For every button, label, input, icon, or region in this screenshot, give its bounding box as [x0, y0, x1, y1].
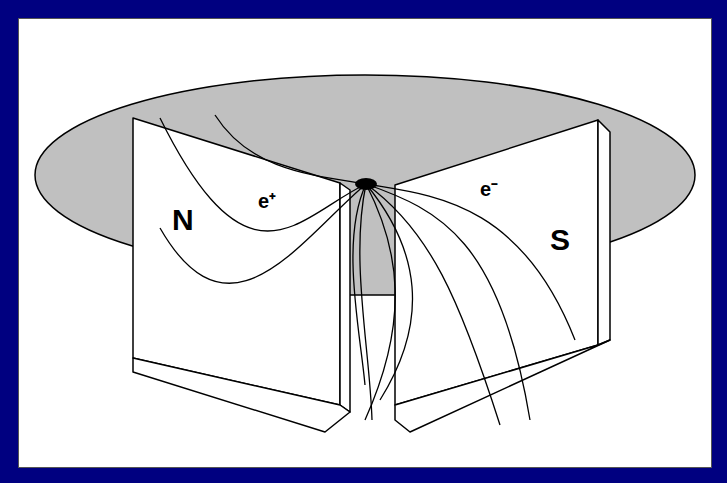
magnet-face — [395, 120, 598, 405]
magnet-face — [598, 120, 610, 345]
magnet-face — [395, 340, 610, 432]
magnet-face — [133, 118, 340, 405]
electron-track — [365, 184, 395, 420]
particle-label: e⁻ — [480, 178, 498, 200]
positron-track — [353, 184, 366, 385]
positron-track — [360, 184, 372, 420]
pole-letter: S — [550, 223, 570, 256]
magnet-block: S — [388, 115, 616, 437]
source-dot — [355, 178, 377, 190]
magnet-block: N — [128, 115, 353, 437]
magnet-face — [340, 183, 350, 412]
magnet-outline — [128, 115, 353, 437]
magnet-outline — [388, 115, 616, 437]
pole-letter: N — [172, 203, 194, 236]
magnet-face — [133, 358, 350, 432]
particle-label: e⁺ — [258, 190, 276, 212]
